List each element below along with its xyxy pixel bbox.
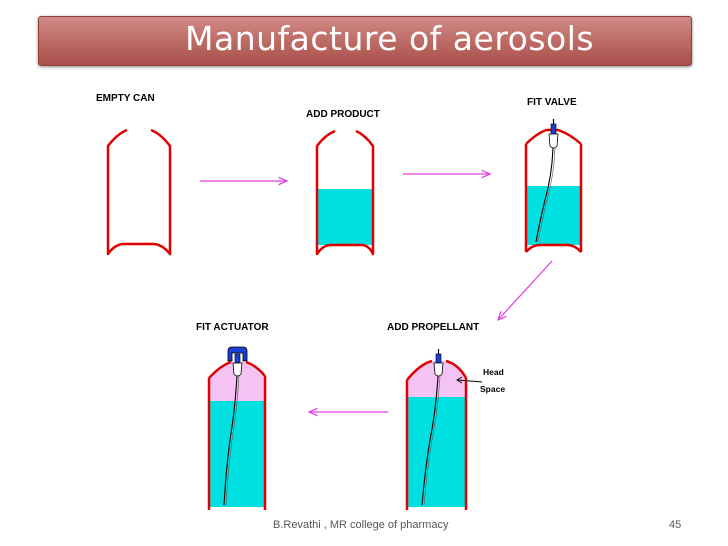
valve-icon [433,349,444,377]
page-number: 45 [669,519,682,531]
dip-tube [535,147,554,243]
product-liquid [318,189,372,245]
step-label-fit-actuator: FIT ACTUATOR [196,322,269,333]
can-with-actuator [207,346,267,510]
empty-can [106,128,172,256]
step-label-add-product: ADD PRODUCT [306,109,380,120]
product-liquid [209,401,265,507]
head-space-label-line2: Space [480,384,505,394]
title-bar: Manufacture of aerosols [38,16,692,66]
step-label-fit-valve: FIT VALVE [527,97,577,108]
step-label-empty-can: EMPTY CAN [96,93,155,104]
dip-tube [223,375,238,506]
valve-icon [548,119,559,149]
head-space [407,361,466,397]
step-label-add-propellant: ADD PROPELLANT [387,322,479,333]
arrow-valve-to-propellant [498,260,553,320]
head-space-pointer [457,379,483,383]
product-liquid [526,186,580,245]
can-with-propellant [405,349,468,510]
product-liquid [407,397,466,507]
can-with-valve [524,119,583,253]
slide-title: Manufacture of aerosols [185,19,595,58]
dip-tube [421,375,439,506]
footer-credit: B.Revathi , MR college of pharmacy [273,519,449,531]
actuator-icon [227,346,248,377]
head-space-label-line1: Head [483,367,504,377]
can-with-product [315,129,375,256]
